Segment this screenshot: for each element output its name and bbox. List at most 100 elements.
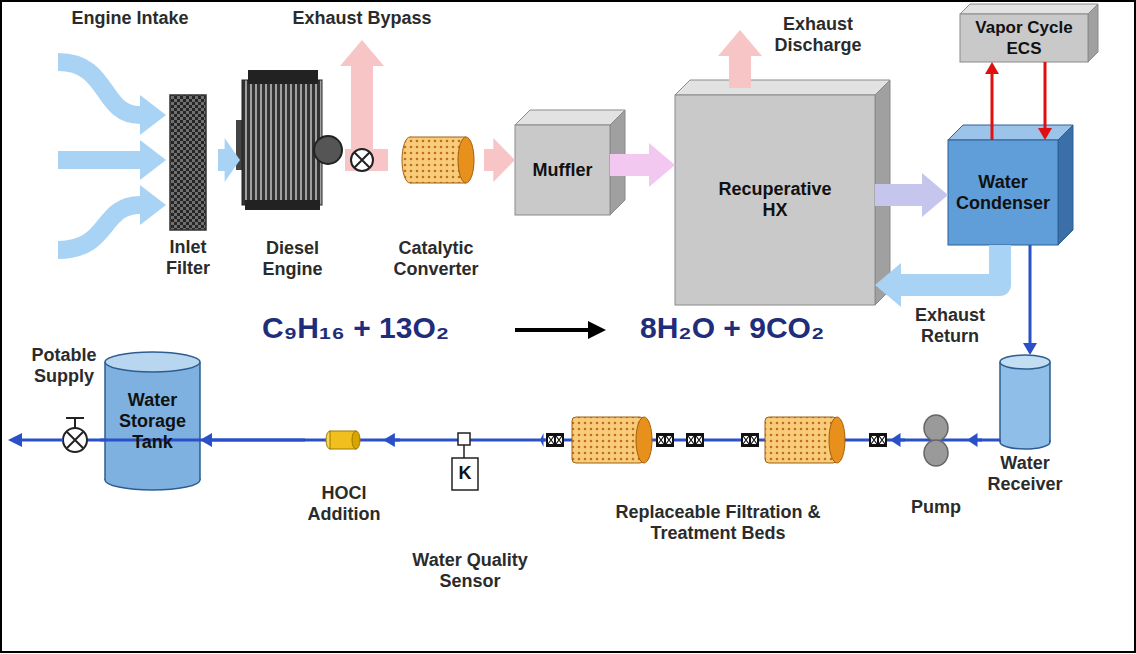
- potable-valve-part: [74, 418, 76, 428]
- treatment-bed-symbol-part: [741, 433, 759, 447]
- treatment-bed-symbol-part: [572, 417, 644, 463]
- inlet-filter-symbol-part: [170, 95, 206, 230]
- hocl-cartridge-part: [352, 431, 360, 449]
- arrow-head: [200, 433, 212, 447]
- intake-arrows-part: [140, 95, 166, 135]
- sensor-symbol: [452, 433, 478, 490]
- sensor-symbol-part: [463, 445, 465, 458]
- connector-line: [100, 439, 105, 442]
- arrow-head: [875, 263, 901, 307]
- equation-text: C₉H₁₆ + 13O₂: [262, 310, 507, 346]
- equation-arrow-part: [588, 321, 606, 339]
- water-condenser-box-part: [948, 125, 1073, 140]
- arrow-head: [1038, 128, 1052, 140]
- intake-arrows-part: [140, 185, 166, 225]
- label-holder: Exhaust Discharge: [768, 14, 868, 56]
- treatment-bed-symbol-part: [829, 417, 845, 463]
- diesel-engine-symbol-part: [245, 200, 320, 210]
- flow-label: Engine Intake: [60, 8, 200, 29]
- arrow-head: [383, 433, 395, 447]
- flow-line: [890, 433, 905, 447]
- catalytic-converter-symbol-part: [410, 137, 466, 138]
- treatment-bed-symbol-part: [686, 433, 704, 447]
- water-condenser-box-part: [948, 140, 1058, 245]
- vapor-cycle-ecs-box: [960, 4, 1098, 62]
- pump-node: Pump: [905, 412, 967, 522]
- water-storage-tank-cylinder-part: [105, 362, 200, 480]
- arrow-head: [922, 173, 948, 217]
- treatment-bed-symbol: [546, 417, 887, 463]
- exhaust-flow-arrow: [484, 138, 515, 182]
- arrow-head: [225, 138, 240, 182]
- intake-arrows-part: [58, 62, 140, 115]
- arrow-head: [967, 433, 978, 447]
- label-holder: Exhaust Return: [905, 305, 995, 347]
- catalytic-converter-symbol: [402, 137, 474, 183]
- node-label: HOCl Addition: [301, 483, 387, 525]
- treatment-bed-symbol-part: [656, 433, 674, 447]
- edge-label: Exhaust Return: [905, 305, 995, 347]
- recuperative-hx-box-part: [675, 95, 875, 305]
- hocl-cartridge: [326, 431, 360, 449]
- connector-line: [610, 154, 650, 176]
- water-storage-tank-cylinder-part: [105, 352, 200, 372]
- node-label: Pump: [905, 497, 967, 518]
- connector-line: [1029, 245, 1032, 344]
- flow-label: Exhaust Discharge: [768, 14, 868, 56]
- exhaust-bypass-arrow-part: [351, 64, 373, 150]
- tank-node: Water Storage Tank: [105, 362, 200, 480]
- inlet-filter-symbol: [170, 95, 206, 230]
- valve-node: Potable Supply: [28, 345, 100, 460]
- intake-arrows-part: [58, 151, 140, 169]
- hocl-node: HOCl Addition: [305, 425, 383, 525]
- node-label: Vapor Cycle ECS: [960, 17, 1088, 59]
- water-storage-tank-cylinder-part: [199, 362, 201, 480]
- intake-arrows-part: [58, 205, 140, 250]
- exhaust-bypass-arrow-part: [340, 40, 384, 66]
- exhaust-flow-arrow: [610, 143, 675, 187]
- catalytic-converter-symbol-part: [410, 183, 466, 184]
- treatment-bed-symbol-part: [546, 433, 564, 447]
- pump-symbol: [924, 415, 948, 466]
- muffler-box: [515, 110, 625, 215]
- equation-text: 8H₂O + 9CO₂: [640, 310, 875, 346]
- node-label: Potable Supply: [26, 345, 102, 387]
- diesel-engine-symbol-part: [248, 70, 318, 84]
- water-receiver-cylinder-part: [1049, 362, 1051, 442]
- potable-valve-part: [63, 428, 87, 452]
- process-box: Recuperative HX: [675, 95, 875, 305]
- connector-line: [875, 184, 923, 206]
- exhaust-discharge-arrow-part: [718, 30, 762, 56]
- treatment-bed-symbol-part: [869, 433, 887, 447]
- flow-line: [985, 62, 999, 140]
- flow-line: [1023, 245, 1037, 355]
- bypass-valve-part: [351, 149, 373, 171]
- node-label: Catalytic Converter: [384, 238, 488, 280]
- label-holder: 8H₂O + 9CO₂: [640, 310, 875, 346]
- node-label: Water Quality Sensor: [400, 550, 540, 592]
- node-label: Water Condenser: [950, 172, 1056, 214]
- muffler-box-part: [515, 110, 625, 125]
- connector-line: [211, 439, 305, 442]
- sensor-symbol-part: [458, 433, 470, 445]
- connector-line: [345, 149, 388, 171]
- recuperative-hx-box: [675, 80, 890, 305]
- label-holder: Engine Intake: [60, 8, 200, 29]
- water-storage-tank-cylinder-part: [104, 362, 106, 480]
- outlet-arrow-part: [20, 439, 63, 442]
- node-label: Replaceable Filtration & Treatment Beds: [587, 502, 849, 544]
- outlet-arrow-part: [8, 433, 22, 447]
- pump-symbol-part: [924, 415, 948, 441]
- connector-line: [218, 149, 226, 171]
- water-receiver-cylinder-part: [1001, 400, 1049, 442]
- intake-arrows: [58, 62, 166, 250]
- potable-valve-part: [66, 417, 84, 419]
- process-box: Water Condenser: [948, 140, 1058, 245]
- sensor-node: KWater Quality Sensor: [400, 425, 540, 620]
- water-condenser-box-part: [1058, 125, 1073, 245]
- exhaust-flow-arrow: [875, 245, 1000, 307]
- pump-symbol-part: [924, 440, 948, 466]
- diesel-engine-symbol: [236, 70, 342, 210]
- catalytic-converter-symbol-part: [458, 137, 474, 183]
- node-label: Diesel Engine: [240, 238, 345, 280]
